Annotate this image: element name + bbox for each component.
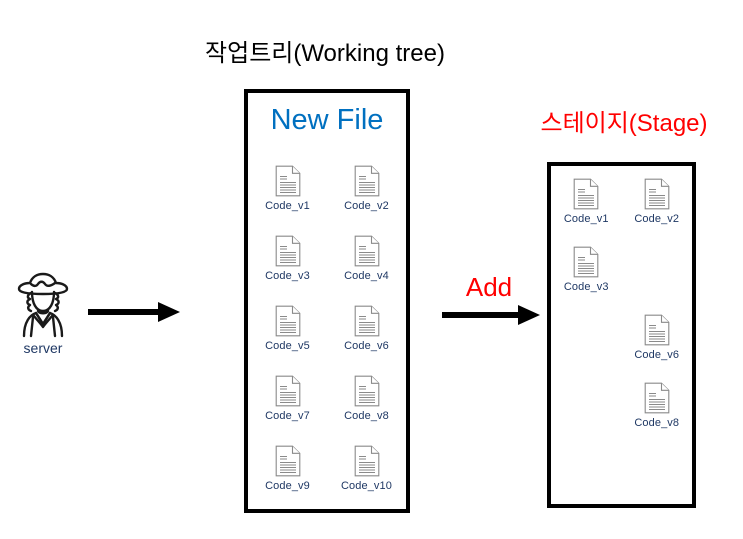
document-file-icon [354,375,379,407]
working-tree-file-label-code_v8: Code_v8 [344,410,389,422]
stage-file-label-code_v2: Code_v2 [634,213,680,225]
stage-file-code_v2[interactable]: Code_v2 [622,178,693,234]
working-tree-file-grid: Code_v1 Code_v2 [248,165,406,501]
working-tree-file-label-code_v4: Code_v4 [344,270,389,282]
stage-file-label-code_v8: Code_v8 [634,417,680,429]
working-tree-file-label-code_v9: Code_v9 [265,480,310,492]
document-file-icon [644,178,670,210]
working-tree-file-code_v4[interactable]: Code_v4 [327,235,406,291]
stage-file-code_v6[interactable]: Code_v6 [622,314,693,370]
arrow-working-tree-to-stage [442,305,540,325]
working-tree-file-code_v2[interactable]: Code_v2 [327,165,406,221]
document-file-icon [354,235,379,267]
working-tree-file-code_v9[interactable]: Code_v9 [248,445,327,501]
stage-file-code_v3[interactable]: Code_v3 [551,246,622,302]
working-tree-file-code_v8[interactable]: Code_v8 [327,375,406,431]
working-tree-file-code_v3[interactable]: Code_v3 [248,235,327,291]
server-actor-label: server [23,340,63,356]
working-tree-file-label-code_v3: Code_v3 [265,270,310,282]
stage-title: 스테이지(Stage) [540,110,708,137]
stage-file-grid: Code_v1 Code_v2 [551,178,692,438]
document-file-icon [275,445,300,477]
working-tree-file-code_v7[interactable]: Code_v7 [248,375,327,431]
stage-file-code_v1[interactable]: Code_v1 [551,178,622,234]
document-file-icon [275,165,300,197]
working-tree-file-label-code_v1: Code_v1 [265,200,310,212]
add-arrow-label: Add [465,272,513,302]
stage-file-label-code_v1: Code_v1 [563,213,609,225]
stage-file-label-code_v3: Code_v3 [563,281,609,293]
document-file-icon [644,382,670,414]
document-file-icon [354,165,379,197]
working-tree-file-label-code_v7: Code_v7 [265,410,310,422]
cowboy-person-icon [17,272,69,338]
stage-box: Code_v1 Code_v2 [547,162,696,508]
document-file-icon [573,246,599,278]
working-tree-file-label-code_v6: Code_v6 [344,340,389,352]
working-tree-title: 작업트리(Working tree) [205,40,445,67]
document-file-icon [354,445,379,477]
document-file-icon [573,178,599,210]
stage-file-code_v8[interactable]: Code_v8 [622,382,693,438]
arrow-server-to-working-tree [88,302,180,322]
working-tree-box: Code_v1 Code_v2 [244,89,410,513]
working-tree-file-code_v10[interactable]: Code_v10 [327,445,406,501]
document-file-icon [275,305,300,337]
document-file-icon [644,314,670,346]
working-tree-file-label-code_v10: Code_v10 [341,480,392,492]
working-tree-file-code_v5[interactable]: Code_v5 [248,305,327,361]
working-tree-file-label-code_v5: Code_v5 [265,340,310,352]
document-file-icon [275,235,300,267]
document-file-icon [275,375,300,407]
working-tree-file-code_v6[interactable]: Code_v6 [327,305,406,361]
working-tree-file-code_v1[interactable]: Code_v1 [248,165,327,221]
document-file-icon [354,305,379,337]
working-tree-file-label-code_v2: Code_v2 [344,200,389,212]
new-file-label: New File [270,104,384,136]
server-actor: server [8,272,78,356]
stage-file-label-code_v6: Code_v6 [634,349,680,361]
